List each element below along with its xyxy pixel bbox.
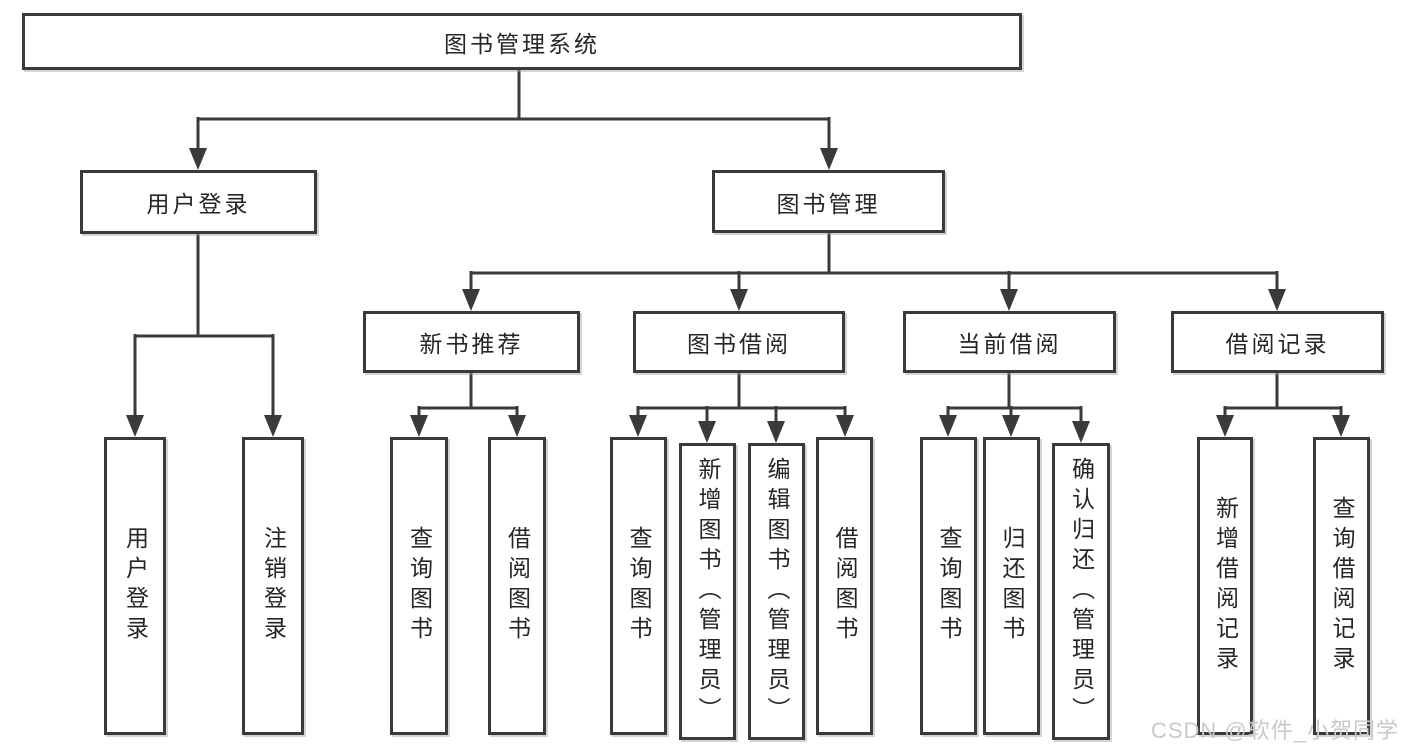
- node-current-borrowing: 当前借阅: [903, 311, 1116, 373]
- node-borrowing-records: 借阅记录: [1171, 311, 1384, 373]
- leaf-query-books-recommend: 查询图书: [390, 437, 448, 735]
- arrow-down-icon: [1216, 415, 1234, 437]
- node-book-borrowing: 图书借阅: [633, 311, 845, 373]
- arrow-down-icon: [1332, 415, 1350, 437]
- leaf-logout: 注销登录: [242, 437, 304, 735]
- connector-book-borrowing-to-leaves: [629, 373, 854, 443]
- arrow-down-icon: [820, 148, 838, 170]
- node-book-management: 图书管理: [712, 170, 945, 233]
- leaf-borrow-books-recommend: 借阅图书: [488, 437, 546, 735]
- arrow-down-icon: [189, 148, 207, 170]
- arrow-down-icon: [939, 415, 957, 437]
- arrow-down-icon: [629, 415, 647, 437]
- leaf-add-books-admin: 新增图书（管理员）: [679, 443, 736, 740]
- arrow-down-icon: [730, 289, 748, 311]
- connector-user-login-to-leaves: [126, 234, 282, 437]
- leaf-confirm-return-admin: 确认归还（管理员）: [1052, 443, 1110, 740]
- arrow-down-icon: [126, 415, 144, 437]
- arrow-down-icon: [410, 415, 428, 437]
- connector-borrowing-records-to-leaves: [1216, 373, 1350, 437]
- leaf-edit-books-admin: 编辑图书（管理员）: [748, 443, 805, 740]
- arrow-down-icon: [462, 289, 480, 311]
- leaf-query-books-borrowing: 查询图书: [610, 437, 667, 735]
- leaf-query-books-current: 查询图书: [920, 437, 977, 735]
- arrow-down-icon: [836, 415, 854, 437]
- leaf-borrow-books-borrowing: 借阅图书: [816, 437, 873, 735]
- arrow-down-icon: [508, 415, 526, 437]
- leaf-user-login: 用户登录: [104, 437, 166, 735]
- arrow-down-icon: [1072, 421, 1090, 443]
- leaf-query-borrow-record: 查询借阅记录: [1313, 437, 1370, 735]
- arrow-down-icon: [767, 421, 785, 443]
- watermark: CSDN @软件_小贺同学: [1150, 718, 1399, 743]
- connector-current-borrowing-to-leaves: [939, 373, 1090, 443]
- leaf-return-books: 归还图书: [983, 437, 1040, 735]
- arrow-down-icon: [264, 415, 282, 437]
- arrow-down-icon: [1002, 415, 1020, 437]
- arrow-down-icon: [1000, 289, 1018, 311]
- connector-root-to-level2: [189, 69, 838, 170]
- connector-book-management-to-level3: [462, 233, 1286, 311]
- node-library-management-system: 图书管理系统: [22, 13, 1022, 70]
- node-user-login: 用户登录: [80, 170, 317, 234]
- arrow-down-icon: [698, 421, 716, 443]
- arrow-down-icon: [1268, 289, 1286, 311]
- node-new-book-recommendation: 新书推荐: [363, 311, 580, 373]
- connector-new-book-recommend-to-leaves: [410, 373, 526, 437]
- leaf-add-borrow-record: 新增借阅记录: [1197, 437, 1253, 735]
